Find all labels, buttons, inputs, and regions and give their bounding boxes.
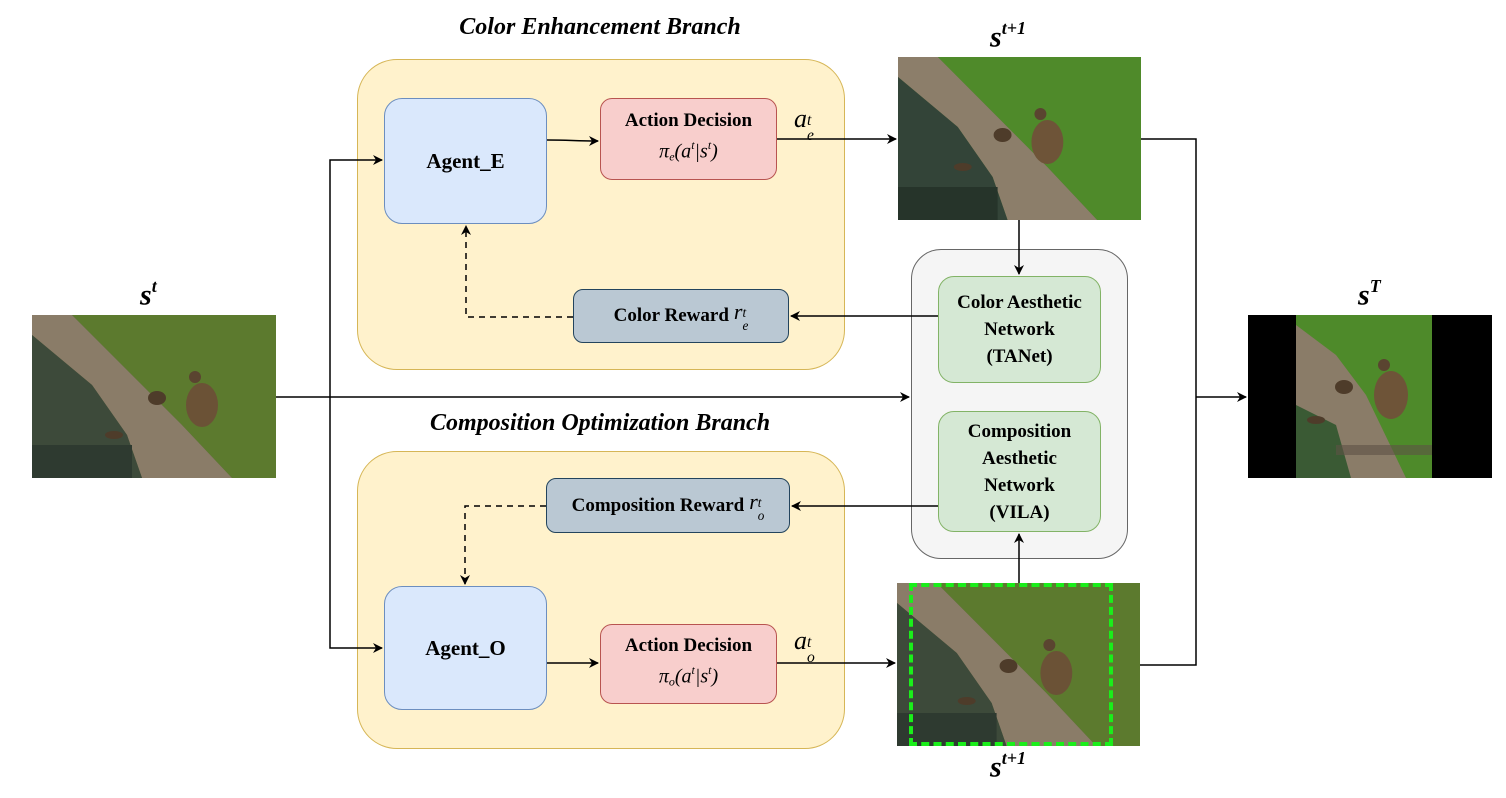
subscript: o [757,507,765,523]
network-label-line: Network [984,474,1055,496]
split-to-agent-o-arrow [329,397,383,653]
symbol: r [733,299,743,325]
agent-e-box: Agent_E [384,98,547,224]
subscript: e [807,127,814,145]
composition-action-decision-box: Action Decision πo(at|st) [600,624,777,704]
output-cropped-photo [1296,315,1432,478]
subscript: o [807,649,815,667]
composition-next-state-image [897,583,1140,746]
formula-sup: t [708,663,712,678]
input-state-image [32,315,276,478]
color-policy-formula: πe(at|st) [659,133,718,168]
color-state-to-merge-line [1140,138,1197,666]
formula-part: (a [674,140,692,163]
formula-part: |s [694,140,708,163]
output-state-image [1248,315,1492,478]
agent-e-to-action-arrow [546,135,599,146]
color-aesthetic-network-box: Color Aesthetic Network (TANet) [938,276,1101,383]
superscript: t+1 [1001,18,1026,38]
composition-aesthetic-network-box: Composition Aesthetic Network (VILA) [938,411,1101,532]
formula-sup: t [691,663,695,678]
composition-branch-title: Composition Optimization Branch [429,410,771,436]
agent-e-label: Agent_E [426,148,505,173]
superscript: t [151,276,157,296]
symbol: s [1358,278,1370,312]
duck-photo-icon [1296,315,1432,478]
color-action-decision-box: Action Decision πe(at|st) [600,98,777,180]
policy-symbol: π [659,140,670,163]
superscript: t+1 [1001,748,1026,768]
symbol: a [794,626,807,655]
network-label-line: Network [984,319,1055,340]
superscript: T [1369,276,1381,296]
output-state-label: sT [1358,276,1381,313]
duck-photo-icon [898,57,1141,220]
duck-photo-icon [897,583,1140,746]
superscript: t [807,634,812,652]
policy-subscript: o [668,674,675,689]
symbol: s [990,20,1002,54]
color-next-state-label: st+1 [990,18,1026,55]
network-label-line: (TANet) [986,346,1053,367]
formula-part: ) [711,140,718,163]
agent-o-label: Agent_O [425,635,506,660]
network-label-line: (VILA) [989,501,1050,523]
superscript: t [807,112,812,130]
formula-part: |s [694,665,709,688]
formula-sup: t [691,138,695,153]
superscript: t [742,305,747,321]
formula-sup: t [707,138,712,153]
formula-part: ) [711,665,719,688]
network-label-line: Aesthetic [982,447,1057,469]
network-label-line: Color Aesthetic [957,292,1082,313]
subscript: e [742,318,749,334]
formula-part: (a [674,665,692,688]
color-reward-label: Color Reward [613,305,729,326]
dashed-crop-box-icon [909,583,1113,746]
policy-subscript: e [669,149,675,164]
symbol: s [140,278,152,312]
agent-o-box: Agent_O [384,586,547,710]
symbol: r [749,488,758,514]
duck-photo-icon [32,315,276,478]
symbol: a [794,104,807,133]
split-to-agent-e-arrow [329,155,383,397]
superscript: t [757,494,762,510]
policy-symbol: π [658,665,669,688]
composition-reward-label: Composition Reward [571,494,745,516]
composition-next-state-label: st+1 [990,748,1026,785]
composition-action-title: Action Decision [624,635,753,657]
composition-reward-feedback-arrow [460,505,546,585]
network-label-line: Composition [967,420,1072,442]
color-branch-title: Color Enhancement Branch [459,14,741,40]
symbol: s [990,750,1002,784]
color-action-title: Action Decision [624,110,753,132]
color-enhanced-next-state-image [898,57,1141,220]
color-reward-feedback-arrow [461,225,573,318]
input-state-label: st [140,276,157,313]
composition-policy-formula: πo(at|st) [659,658,718,693]
